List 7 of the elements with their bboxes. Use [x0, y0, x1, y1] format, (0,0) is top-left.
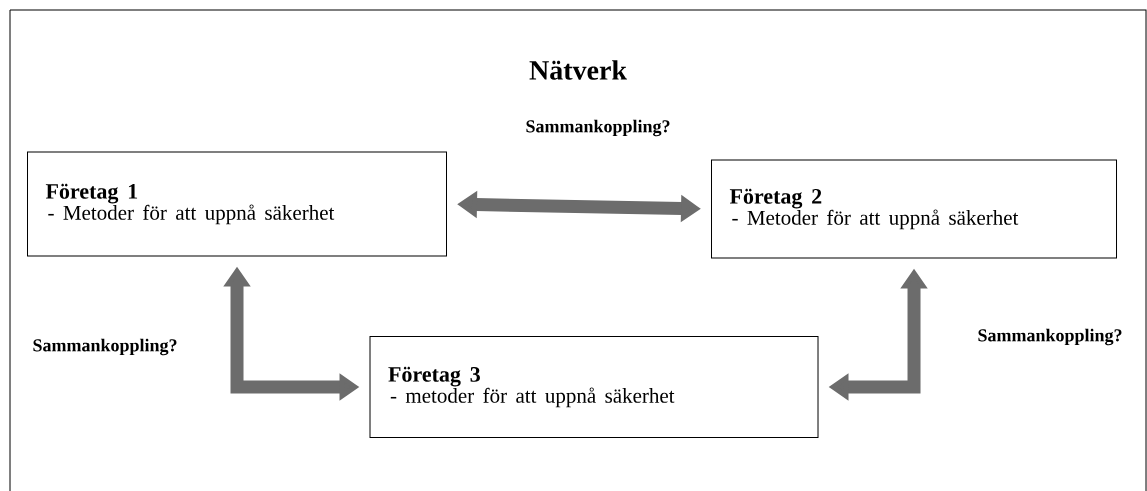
company-box: Företag 3 - metoder för att uppnå säkerhet [369, 336, 819, 438]
edge-label: Sammankoppling? [31, 337, 179, 357]
company-box: Företag 1 - Metoder för att uppnå säkerhet [27, 151, 447, 257]
title: Nätverk [529, 60, 627, 80]
edge-label: Sammankoppling? [976, 327, 1124, 347]
company-box: Företag 2 - Metoder för att uppnå säkerhet [711, 159, 1117, 259]
edge-label: Sammankoppling? [524, 118, 672, 138]
